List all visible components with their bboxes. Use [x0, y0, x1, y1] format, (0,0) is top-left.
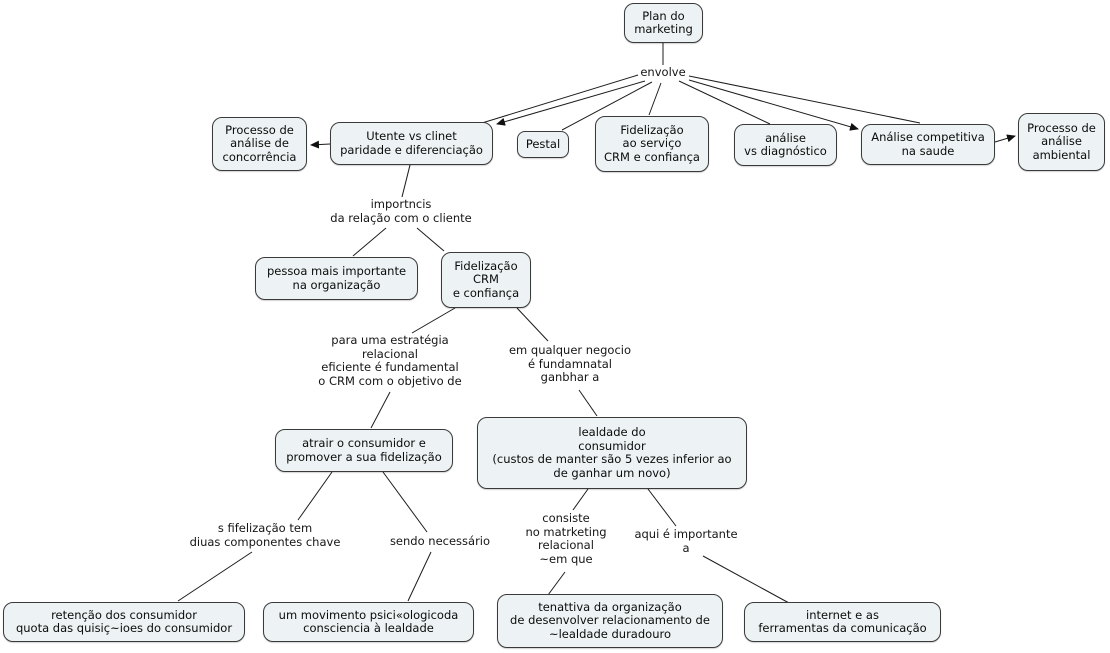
link-label-envolve[interactable]: envolve — [639, 65, 687, 80]
node-internet-ferramentas[interactable]: internet e as ferramentas da comunicação — [744, 602, 941, 642]
node-processo-analise-ambiental[interactable]: Processo de análise ambiental — [1018, 113, 1105, 171]
link-label-importncis[interactable]: importncis da relação com o cliente — [329, 197, 473, 225]
node-utente-vs-clinet[interactable]: Utente vs clinet paridade e diferenciaçã… — [330, 122, 493, 165]
node-lealdade-consumidor[interactable]: lealdade do consumidor (custos de manter… — [477, 417, 747, 489]
node-processo-analise-concorrencia[interactable]: Processo de análise de concorrência — [212, 117, 307, 171]
node-analise-competitiva[interactable]: Análise competitiva na saude — [861, 124, 995, 165]
link-label-para-uma-estrategia[interactable]: para uma estratégia relacional eficiente… — [317, 333, 463, 388]
node-analise-vs-diagnostico[interactable]: análise vs diagnóstico — [734, 124, 837, 166]
node-pestal[interactable]: Pestal — [517, 131, 569, 158]
node-atrair-consumidor[interactable]: atrair o consumidor e promover a sua fid… — [275, 429, 453, 472]
node-tenattiva-organizacao[interactable]: tenattiva da organização de desenvolver … — [497, 594, 723, 648]
link-label-consiste[interactable]: consiste no matrketing relacional ~em qu… — [524, 511, 608, 566]
node-fidelizacao-ao-servico[interactable]: Fidelização ao serviço CRM e confiança — [595, 116, 709, 172]
link-label-s-fifelizacao[interactable]: s fifelização tem diuas componentes chav… — [188, 521, 342, 549]
link-label-em-qualquer-negocio[interactable]: em qualquer negocio é fundamnatal ganbha… — [507, 343, 633, 385]
node-fidelizacao-crm-confianca[interactable]: Fidelização CRM e confiança — [441, 252, 531, 308]
link-label-sendo-necessario[interactable]: sendo necessário — [388, 534, 492, 549]
node-plan-do-marketing[interactable]: Plan do marketing — [624, 3, 703, 43]
node-retencao-consumidor[interactable]: retenção dos consumidor quota das quisiç… — [3, 602, 245, 642]
link-label-aqui-e-importante[interactable]: aqui é importante a — [633, 527, 739, 555]
node-pessoa-mais-importante[interactable]: pessoa mais importante na organização — [255, 257, 418, 300]
node-movimento-psicologico[interactable]: um movimento psici«ologicoda consciencia… — [263, 602, 474, 642]
